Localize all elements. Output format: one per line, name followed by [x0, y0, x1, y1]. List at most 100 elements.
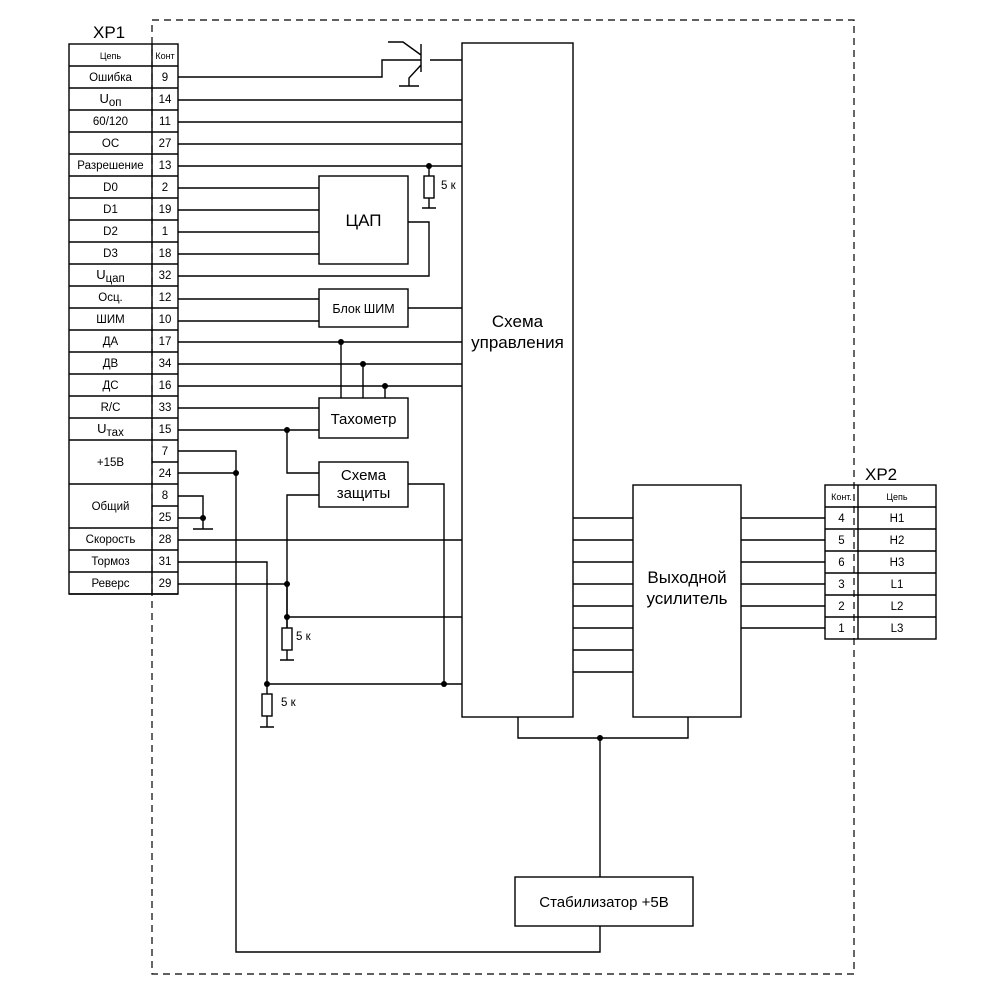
block-control: [461, 42, 574, 718]
xp1-circuit-label: Скорость: [86, 534, 136, 546]
xp2-pin-number: 6: [838, 557, 844, 569]
xp1-pin-number: 18: [159, 248, 172, 260]
xp2-circuit-label: L2: [891, 601, 904, 613]
block-dac: [318, 175, 409, 265]
xp1-circuit-label: R/C: [101, 402, 121, 414]
xp2-circuit-label: H3: [890, 557, 905, 569]
xp1-pin-number: 15: [159, 424, 172, 436]
wire-brake: [178, 561, 462, 685]
xp1-pin-number: 24: [159, 468, 172, 480]
block-tacho-label: Тахометр: [331, 411, 397, 428]
connector-xp2-title: XP2: [865, 465, 897, 484]
resistor-brake: [261, 693, 273, 717]
junction: [382, 383, 388, 389]
xp2-pin-number: 5: [838, 535, 844, 547]
junction: [441, 681, 447, 687]
xp1-circuit-label: ШИМ: [96, 314, 124, 326]
wire-error: [178, 59, 412, 78]
xp1-circuit-label: D3: [103, 248, 118, 260]
resistor-brake-label: 5 к: [281, 697, 297, 709]
xp1-pin-number: 17: [159, 336, 172, 348]
xp1-pin-number: 11: [159, 116, 171, 128]
xp1-pin-number: 16: [159, 380, 172, 392]
junction: [200, 515, 206, 521]
xp1-pin-number: 14: [159, 94, 172, 106]
xp2-circuit-label: H2: [890, 535, 905, 547]
xp1-circuit-label: Uтах: [97, 421, 124, 439]
xp1-header-pin: Конт: [155, 51, 174, 61]
wire-ground: [178, 495, 213, 530]
xp2-circuit-label: L3: [891, 623, 904, 635]
xp1-circuit-label: ДА: [103, 336, 119, 348]
junction: [597, 735, 603, 741]
xp1-pin-number: 25: [159, 512, 172, 524]
xp1-circuit-label: ДС: [102, 380, 118, 392]
junction: [284, 581, 290, 587]
block-control-label-2: управления: [471, 333, 564, 352]
xp1-pin-number: 28: [159, 534, 172, 546]
wire-utach-to-protection: [286, 430, 319, 474]
block-protection-label-2: защиты: [337, 485, 391, 502]
connector-xp1-title: XP1: [93, 23, 125, 42]
xp1-circuit-label: D2: [103, 226, 118, 238]
xp1-pin-number: 9: [162, 72, 168, 84]
xp1-pin-number: 1: [162, 226, 168, 238]
xp1-pin-number: 13: [159, 160, 172, 172]
xp1-pin-number: 2: [162, 182, 168, 194]
xp1-pin-number: 8: [162, 490, 168, 502]
xp1-pin-number: 19: [159, 204, 172, 216]
resistor-enable-label: 5 к: [441, 180, 457, 192]
xp1-pin-number: 31: [159, 556, 172, 568]
xp1-circuit-label: Uоп: [99, 91, 121, 109]
block-amplifier: [632, 484, 742, 718]
resistor-reverse: [281, 627, 293, 651]
xp1-pin-number: 10: [159, 314, 172, 326]
junction: [338, 339, 344, 345]
wire-control-to-amplifier: [573, 517, 633, 673]
xp1-pin-number: 29: [159, 578, 172, 590]
resistor-reverse-label: 5 к: [296, 631, 312, 643]
xp1-circuit-label: Реверс: [91, 578, 129, 590]
wire-power-bus: [517, 717, 689, 877]
xp2-circuit-label: H1: [890, 513, 905, 525]
xp1-circuit-label: Ошибка: [89, 72, 132, 84]
wire-amplifier-to-xp2: [741, 517, 825, 629]
wire-protection-out: [408, 483, 445, 684]
block-control-label-1: Схема: [492, 312, 544, 331]
block-amplifier-label-1: Выходной: [647, 568, 726, 587]
block-tacho: [318, 397, 409, 439]
xp1-circuit-label: D1: [103, 204, 118, 216]
block-stabilizer: [514, 876, 694, 927]
xp1-circuit-label: ОС: [102, 138, 119, 150]
wire-15v: [178, 450, 601, 953]
block-protection-label-1: Схема: [341, 467, 387, 484]
block-pwm-label: Блок ШИМ: [332, 302, 394, 316]
block-dac-label: ЦАП: [346, 211, 382, 230]
xp1-circuit-label: +15В: [97, 457, 125, 469]
xp2-pin-number: 2: [838, 601, 844, 613]
xp1-pin-number: 12: [159, 292, 172, 304]
xp1-pin-number: 34: [159, 358, 172, 370]
wire-protection-in: [286, 494, 319, 628]
junction: [426, 163, 432, 169]
xp1-circuit-label: Uцап: [96, 267, 125, 285]
xp1-circuit-label: Общий: [92, 501, 130, 513]
block-stabilizer-label: Стабилизатор +5В: [539, 894, 669, 911]
xp1-pin-number: 27: [159, 138, 172, 150]
wire-hall-to-tacho: [340, 342, 386, 398]
xp2-pin-number: 3: [838, 579, 844, 591]
wire-udac: [178, 221, 430, 277]
xp1-circuit-label: Разрешение: [77, 160, 143, 172]
xp1-table-frame: [68, 43, 179, 595]
junction: [360, 361, 366, 367]
xp2-circuit-label: L1: [891, 579, 904, 591]
block-protection: [318, 461, 409, 508]
xp2-pin-number: 4: [838, 513, 845, 525]
xp2-header-pin: Конт.: [831, 492, 852, 502]
block-pwm: [318, 288, 409, 328]
xp2-pin-number: 1: [838, 623, 844, 635]
xp1-circuit-label: D0: [103, 182, 118, 194]
